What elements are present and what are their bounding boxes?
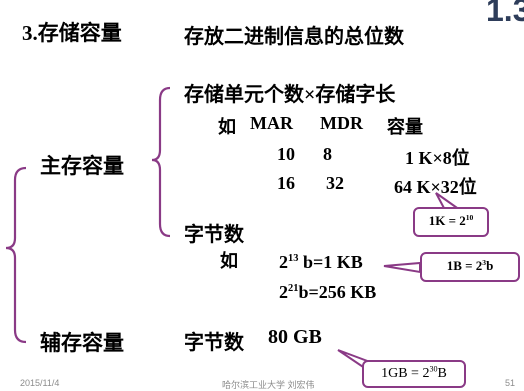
footer-author: 哈尔滨工业大学 刘宏伟: [222, 380, 315, 390]
byte-line-1-exp: 13: [288, 253, 299, 265]
row2-capacity: 64 K×32位: [394, 177, 477, 197]
outer-brace: [5, 166, 27, 344]
row1-mar: 10: [277, 144, 295, 164]
callout-gb-base: 1GB = 2: [381, 366, 430, 381]
byte-line-1: 213 b=1 KB: [279, 252, 363, 273]
aux-bytes-label: 字节数: [184, 332, 244, 354]
footer-page-number: 51: [505, 378, 516, 388]
aux-capacity-value: 80 GB: [268, 326, 322, 348]
footer-date: 2015/11/4: [20, 378, 60, 388]
callout-gb-tail: B: [437, 366, 447, 381]
byte-line-2-rest: b=256 KB: [298, 282, 377, 302]
callout-gb: 1GB = 230B: [362, 360, 466, 388]
row2-mar: 16: [277, 173, 295, 193]
callout-1b-pointer: [383, 261, 421, 274]
main-storage-label: 主存容量: [40, 154, 124, 178]
callout-1b: 1B = 23b: [420, 252, 520, 282]
bytes-example-prefix: 如: [220, 251, 238, 271]
callout-1b-exp: 3: [482, 258, 487, 268]
row1-capacity: 1 K×8位: [405, 148, 470, 168]
byte-line-2-exp: 21: [288, 283, 299, 295]
byte-line-2: 221b=256 KB: [279, 282, 376, 303]
aux-storage-label: 辅存容量: [40, 331, 124, 355]
callout-1k-exp: 10: [465, 213, 474, 223]
row1-mdr: 8: [323, 144, 332, 164]
callout-1k: 1K = 210: [413, 207, 489, 237]
header-mdr: MDR: [320, 113, 363, 133]
callout-1b-tail: b: [486, 258, 494, 273]
capacity-definition: 存放二进制信息的总位数: [184, 26, 404, 48]
example-prefix: 如: [218, 117, 236, 137]
callout-1b-base: 1B = 2: [446, 258, 483, 273]
slide-number-heading: 1.3: [486, 0, 524, 28]
main-storage-brace: [151, 86, 171, 238]
byte-line-2-base: 2: [279, 282, 288, 302]
section-title: 3.存储容量: [22, 21, 122, 45]
header-capacity: 容量: [387, 117, 423, 137]
header-mar: MAR: [250, 113, 293, 133]
main-bytes-label: 字节数: [184, 224, 244, 246]
byte-line-1-unit: KB: [336, 252, 363, 272]
callout-1k-base: 1K = 2: [428, 213, 466, 228]
byte-line-1-rest: b=1: [298, 252, 337, 272]
callout-gb-exp: 30: [429, 364, 438, 374]
row2-mdr: 32: [326, 173, 344, 193]
byte-line-1-base: 2: [279, 252, 288, 272]
main-storage-formula: 存储单元个数×存储字长: [184, 84, 396, 106]
